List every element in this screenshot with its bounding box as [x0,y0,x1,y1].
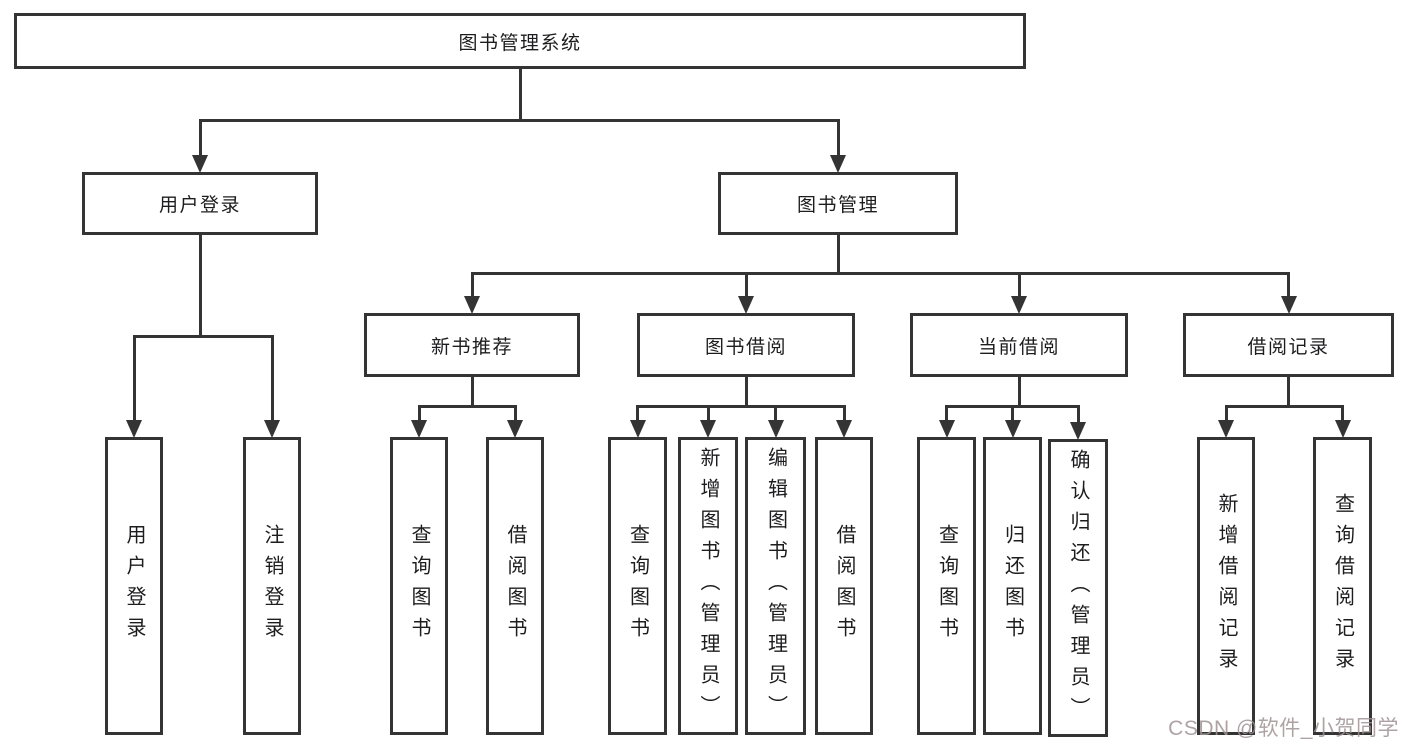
node-new-book-rec: 新书推荐 [364,313,580,377]
connector-line [198,118,840,122]
connector-line [836,235,840,275]
connector-line [470,271,1290,275]
connector-line [132,336,136,421]
connector-line [513,406,517,421]
connector-line [636,404,846,408]
node-leaf-user-login: 用户登录 [105,437,163,735]
node-leaf-query-books-2: 查询图书 [608,437,667,735]
connector-line [270,336,274,421]
arrowhead-down-icon [507,420,523,438]
node-leaf-logout: 注销登录 [243,437,301,735]
connector-line [198,235,202,338]
connector-line [198,120,202,156]
arrowhead-down-icon [938,420,955,438]
arrowhead-down-icon [1280,296,1297,314]
arrowhead-down-icon [700,420,716,438]
connector-line [744,377,748,408]
node-leaf-confirm-return: 确认归还（管理员） [1048,439,1108,737]
connector-line [1287,377,1290,408]
arrowhead-down-icon [1004,420,1021,438]
arrowhead-down-icon [738,296,754,314]
node-leaf-add-books: 新增图书（管理员） [678,437,738,735]
connector-line [132,334,274,338]
connector-line [706,406,710,421]
arrowhead-down-icon [192,155,208,173]
connector-line [836,120,840,156]
connector-line [1017,273,1021,297]
node-leaf-query-record: 查询借阅记录 [1313,437,1372,735]
arrowhead-down-icon [830,155,846,173]
node-leaf-add-record: 新增借阅记录 [1197,437,1255,735]
connector-line [1224,406,1228,421]
node-leaf-query-books-3: 查询图书 [917,437,976,735]
arrowhead-down-icon [1218,420,1234,438]
connector-line [1341,406,1344,421]
node-leaf-query-books-1: 查询图书 [390,437,448,735]
node-book-mgmt: 图书管理 [718,172,958,235]
arrowhead-down-icon [1070,422,1086,440]
arrowhead-down-icon [126,420,142,438]
arrowhead-down-icon [411,420,427,438]
connector-line [470,377,474,408]
connector-line [1017,377,1021,408]
connector-line [945,406,948,421]
connector-line [842,406,846,421]
connector-line [470,273,474,297]
node-system: 图书管理系统 [14,13,1026,69]
node-leaf-borrow-books-2: 借阅图书 [815,437,873,735]
node-book-borrow: 图书借阅 [637,313,855,377]
arrowhead-down-icon [1011,296,1027,314]
node-leaf-return-books: 归还图书 [983,437,1042,735]
arrowhead-down-icon [836,420,852,438]
connector-line [518,69,522,122]
arrowhead-down-icon [264,420,280,438]
arrowhead-down-icon [1334,420,1351,438]
arrowhead-down-icon [629,420,646,438]
node-borrow-records: 借阅记录 [1183,313,1394,377]
connector-line [417,404,517,408]
node-leaf-borrow-books-1: 借阅图书 [486,437,544,735]
connector-line [744,273,748,297]
connector-line [417,406,421,421]
connector-line [636,406,639,421]
connector-line [1011,406,1014,421]
node-current-borrow: 当前借阅 [910,313,1128,377]
connector-line [774,406,777,421]
connector-line [1224,404,1344,408]
node-user-login: 用户登录 [82,172,318,235]
watermark: CSDN @软件_小贺同学 [1168,717,1399,740]
arrowhead-down-icon [464,296,480,314]
connector-line [1287,273,1290,297]
arrowhead-down-icon [767,420,784,438]
node-leaf-edit-books: 编辑图书（管理员） [745,437,806,735]
connector-line [1076,406,1080,423]
